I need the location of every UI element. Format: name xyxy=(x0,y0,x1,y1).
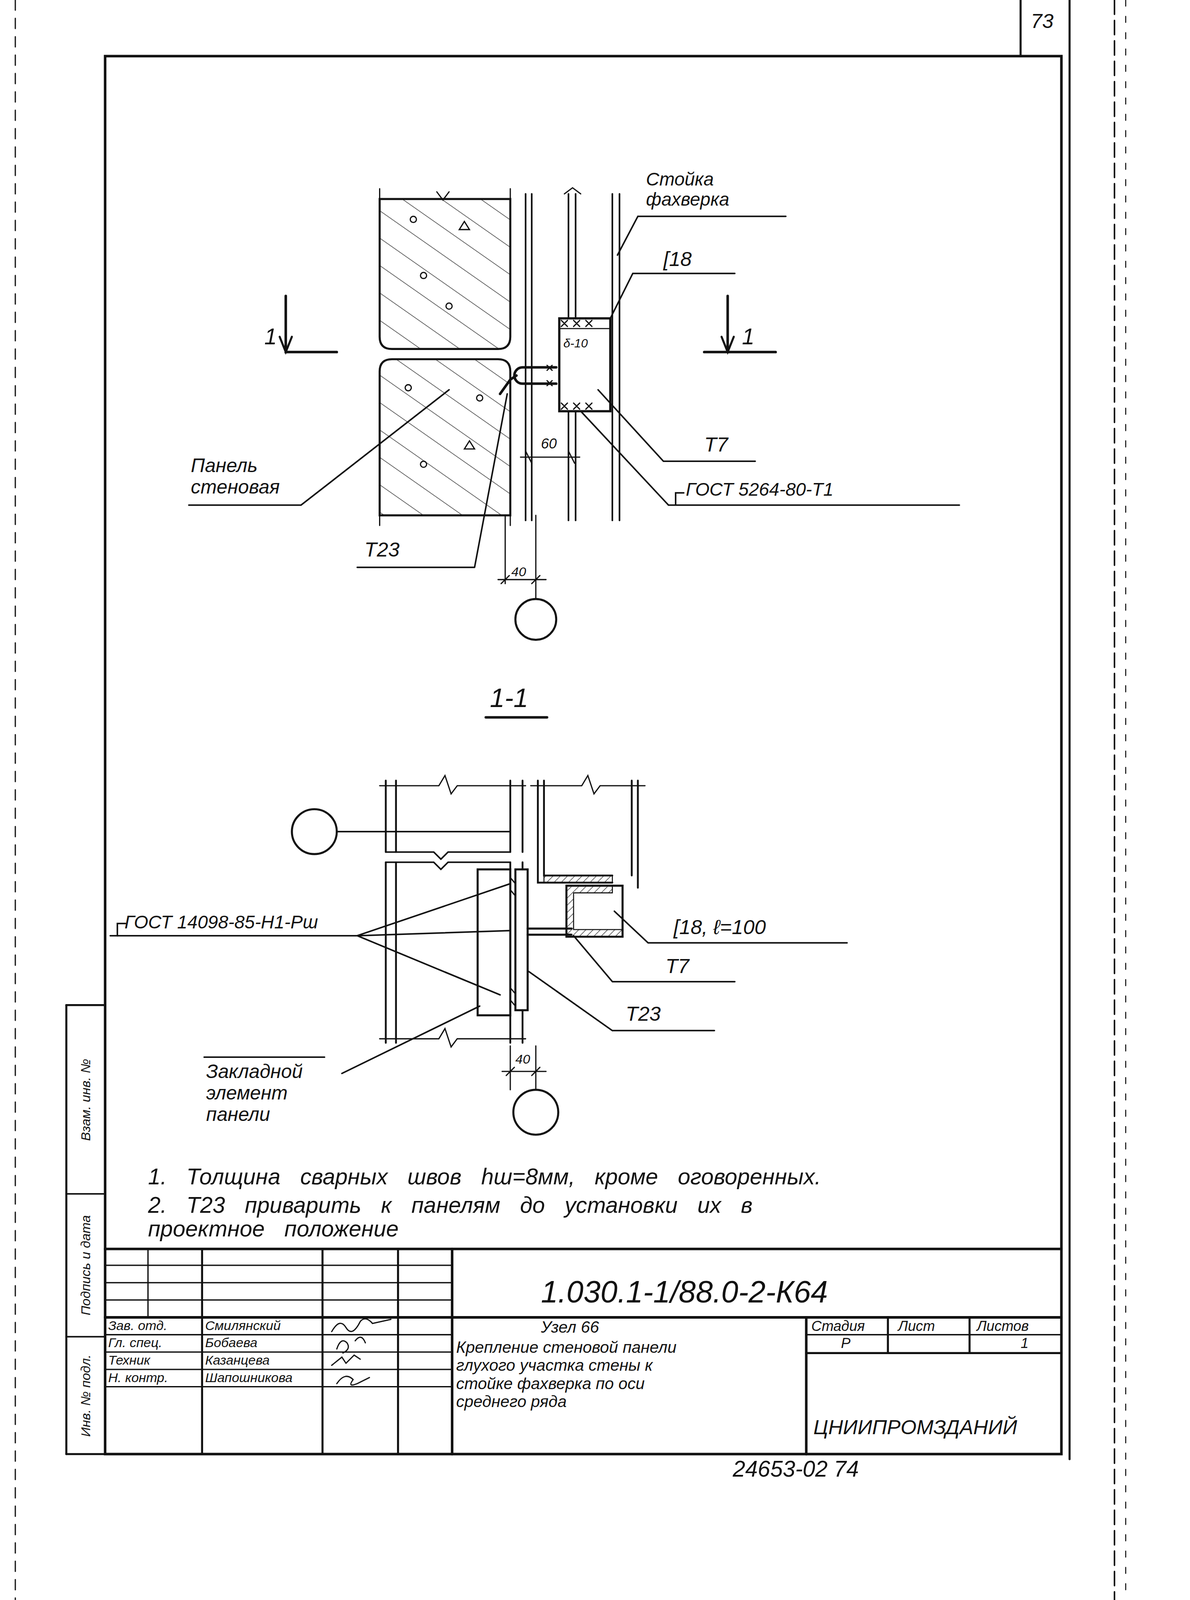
part-mark: Т23 xyxy=(364,538,400,562)
stamp-role: Техник xyxy=(108,1353,151,1368)
side-stamp: Подпись и дата xyxy=(78,1215,93,1316)
archive-number: 24653-02 74 xyxy=(732,1457,859,1482)
stamp-cell: 1 xyxy=(1020,1335,1029,1352)
note: 2. Т23 приварить к панелям до установки … xyxy=(147,1193,853,1242)
stamp-header: Лист xyxy=(898,1318,935,1335)
dimension: 40 xyxy=(511,564,527,580)
sheet-number: 73 xyxy=(1030,10,1054,33)
organization-name: ЦНИИПРОМЗДАНИЙ xyxy=(813,1416,1018,1440)
stamp-name: Бобаева xyxy=(205,1335,258,1351)
part-mark: Т7 xyxy=(665,955,689,978)
node-number: Узел 66 xyxy=(540,1318,600,1337)
dimension: 40 xyxy=(515,1052,531,1067)
part-label: Панель стеновая xyxy=(190,455,293,498)
section-mark: 1 xyxy=(264,324,278,350)
part-mark: Т23 xyxy=(625,1003,661,1026)
section-title: 1-1 xyxy=(489,683,529,713)
section-mark: 1 xyxy=(741,324,755,350)
drawing-code: 1.030.1-1/88.0-2-К64 xyxy=(540,1275,829,1310)
stamp-header: Стадия xyxy=(811,1318,865,1335)
stamp-role: Гл. спец. xyxy=(108,1335,162,1351)
part-mark: Т7 xyxy=(704,433,728,457)
part-label: Стойка фахверка xyxy=(645,169,759,210)
side-stamp: Взам. инв. № xyxy=(78,1059,93,1141)
weld-standard: ГОСТ 14098-85-Н1-Рш xyxy=(124,912,318,933)
stamp-role: Н. контр. xyxy=(108,1370,169,1386)
drawing-title: Крепление стеновой панели глухого участк… xyxy=(456,1338,702,1411)
part-mark: [18, ℓ=100 xyxy=(673,916,766,939)
stamp-name: Смилянский xyxy=(205,1318,281,1334)
stamp-cell: Р xyxy=(840,1335,851,1352)
plate-thickness: δ-10 xyxy=(563,336,588,351)
weld-standard: ГОСТ 5264-80-Т1 xyxy=(685,479,834,500)
stamp-header: Листов xyxy=(976,1318,1029,1335)
stamp-name: Шапошникова xyxy=(205,1370,293,1386)
stamp-role: Зав. отд. xyxy=(108,1318,168,1334)
dimension: 60 xyxy=(540,435,557,452)
side-stamp: Инв. № подл. xyxy=(78,1354,93,1438)
part-label: Закладной элемент панели xyxy=(206,1061,334,1126)
note: 1. Толщина сварных швов hш=8мм, кроме ог… xyxy=(147,1165,822,1190)
part-mark: [18 xyxy=(663,248,692,271)
stamp-name: Казанцева xyxy=(205,1353,270,1368)
